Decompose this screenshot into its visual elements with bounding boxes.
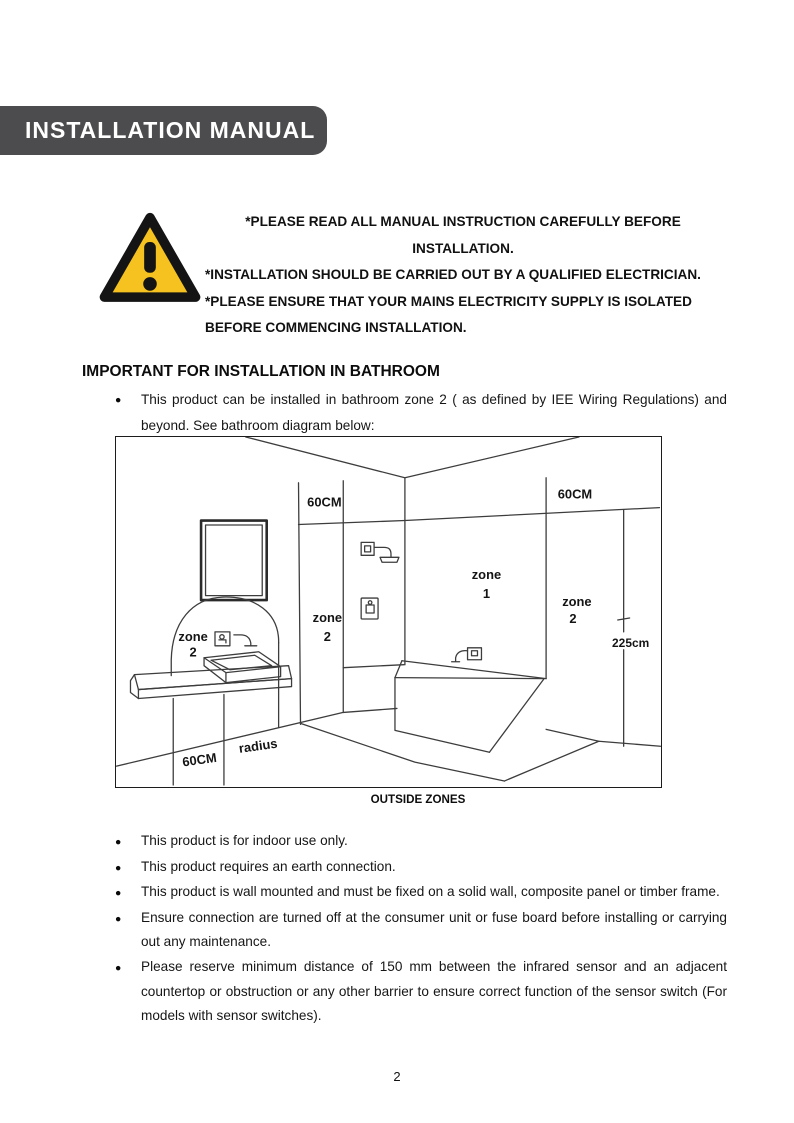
warning-line: BEFORE COMMENCING INSTALLATION. xyxy=(205,320,467,336)
label-60cm-top-left: 60CM xyxy=(307,495,341,510)
exclamation-dot xyxy=(143,277,157,291)
label-zone1-word: zone xyxy=(472,567,501,582)
warning-line: *INSTALLATION SHOULD BE CARRIED OUT BY A… xyxy=(205,267,701,283)
bullet-dot: ● xyxy=(115,836,122,848)
label-zone2-left-num: 2 xyxy=(190,645,197,660)
mirror xyxy=(199,519,268,602)
room-walls xyxy=(245,437,580,669)
bathroom-zones-diagram: 60CM 60CM zone 2 zone 1 zone 2 zone 2 22… xyxy=(115,436,662,788)
bullet-item: ● Ensure connection are turned off at th… xyxy=(115,906,727,955)
page-number: 2 xyxy=(393,1069,401,1084)
bullet-dot: ● xyxy=(115,961,122,974)
bullet-text: This product is for indoor use only. xyxy=(141,833,348,848)
warning-line: INSTALLATION. xyxy=(412,240,514,256)
bullet-dot: ● xyxy=(115,912,122,925)
sixty-cm-line xyxy=(297,506,661,526)
counter xyxy=(129,665,293,786)
basin-sink xyxy=(203,651,282,684)
floor-lines xyxy=(116,707,661,782)
bath-faucet-icon xyxy=(450,647,483,663)
label-60cm-top-right: 60CM xyxy=(558,487,592,502)
label-zone2-left-word: zone xyxy=(178,629,207,644)
warning-line: *PLEASE READ ALL MANUAL INSTRUCTION CARE… xyxy=(245,214,681,229)
bullet-item: ● This product requires an earth connect… xyxy=(115,855,727,881)
exclamation-bar xyxy=(144,242,156,273)
bullet-text: This product is wall mounted and must be… xyxy=(141,884,720,900)
diagram-caption: OUTSIDE ZONES xyxy=(370,793,466,806)
alcove-arch xyxy=(170,596,280,677)
warning-triangle-icon xyxy=(97,206,203,312)
bullet-dot: ● xyxy=(115,887,122,900)
label-zone1-num: 1 xyxy=(483,586,490,601)
wall-switch-icon xyxy=(360,597,379,620)
bullet-text: Ensure connection are turned off at the … xyxy=(141,909,727,950)
label-225cm: 225cm xyxy=(612,636,649,650)
basin-faucet-icon xyxy=(214,631,258,647)
bullet-dot: ● xyxy=(115,861,122,874)
intro-bullet: ● This product can be installed in bathr… xyxy=(115,387,727,438)
safety-bullet-list: ● This product is for indoor use only. ●… xyxy=(115,829,727,1029)
warning-line: *PLEASE ENSURE THAT YOUR MAINS ELECTRICI… xyxy=(205,293,692,309)
label-zone2-right-word: zone xyxy=(562,594,591,609)
title-banner: INSTALLATION MANUAL xyxy=(0,106,327,155)
label-zone2-mid-word: zone xyxy=(313,610,342,625)
bullet-text: This product requires an earth connectio… xyxy=(141,858,396,874)
label-60cm-bottom: 60CM xyxy=(181,750,217,770)
warning-text-block: *PLEASE READ ALL MANUAL INSTRUCTION CARE… xyxy=(205,209,721,342)
zone-boundary-lines xyxy=(297,477,547,726)
label-zone2-mid-num: 2 xyxy=(324,629,331,644)
intro-bullet-text: This product can be installed in bathroo… xyxy=(141,392,727,433)
label-radius: radius xyxy=(238,736,278,756)
section-heading: IMPORTANT FOR INSTALLATION IN BATHROOM xyxy=(82,363,440,380)
bullet-item: ● This product is wall mounted and must … xyxy=(115,880,727,906)
shower-faucet-icon xyxy=(360,541,400,563)
label-zone2-right-num: 2 xyxy=(569,611,576,626)
page-title: INSTALLATION MANUAL xyxy=(25,117,316,143)
bullet-dot: ● xyxy=(115,394,122,406)
bullet-text: Please reserve minimum distance of 150 m… xyxy=(141,958,727,1024)
bathtub xyxy=(394,660,547,753)
bullet-item: ● This product is for indoor use only. xyxy=(115,829,727,855)
bullet-item: ● Please reserve minimum distance of 150… xyxy=(115,955,727,1029)
height-dimension-line xyxy=(617,508,631,747)
